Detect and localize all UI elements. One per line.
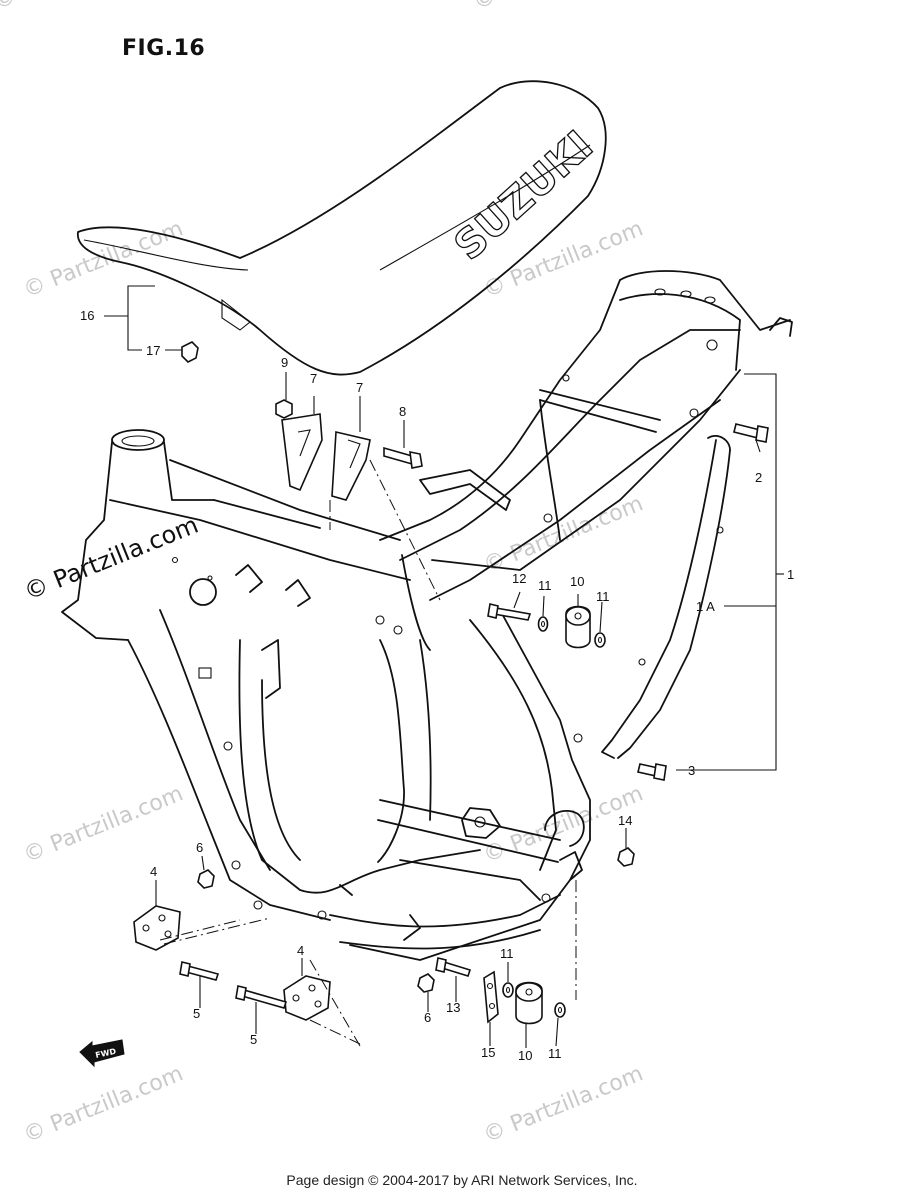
callout-10: 10	[570, 574, 584, 589]
callout-10: 10	[518, 1048, 532, 1063]
nut[interactable]	[617, 847, 635, 867]
bolt[interactable]	[435, 957, 472, 977]
engine-mount-plate[interactable]	[133, 905, 181, 951]
callout-6: 6	[424, 1010, 431, 1025]
subframe-strut[interactable]	[601, 435, 731, 759]
seat-bracket[interactable]	[331, 431, 371, 501]
washer[interactable]	[537, 616, 549, 632]
bolt[interactable]	[383, 446, 423, 469]
bolt[interactable]	[235, 985, 288, 1009]
seat-fastener[interactable]	[181, 341, 199, 363]
fwd-label: FWD	[95, 1047, 118, 1060]
callout-4: 4	[150, 864, 157, 879]
figure-title: FIG.16	[122, 36, 206, 61]
callout-11: 11	[500, 946, 514, 961]
engine-mount-plate[interactable]	[283, 975, 331, 1021]
callout-5: 5	[193, 1006, 200, 1021]
callout-5: 5	[250, 1032, 257, 1047]
bolt[interactable]	[637, 763, 667, 781]
washer[interactable]	[502, 982, 514, 998]
forward-direction-arrow: FWD	[79, 1039, 125, 1068]
nut[interactable]	[197, 869, 215, 889]
callout-9: 9	[281, 355, 288, 370]
callout-3: 3	[688, 763, 695, 778]
bolt[interactable]	[733, 423, 769, 443]
rubber-damper[interactable]	[515, 981, 543, 1025]
callout-11: 11	[548, 1046, 562, 1061]
copyright-footer: Page design © 2004-2017 by ARI Network S…	[286, 1172, 638, 1188]
washer[interactable]	[554, 1002, 566, 1018]
callout-15: 15	[481, 1045, 495, 1060]
callout-7: 7	[310, 371, 317, 386]
callout-1a: 1 A	[696, 599, 715, 614]
rear-subframe[interactable]	[379, 270, 793, 651]
callout-12: 12	[512, 571, 526, 586]
nut[interactable]	[417, 973, 435, 993]
callout-13: 13	[446, 1000, 460, 1015]
seat-brand-text: SUZUKI	[446, 122, 602, 269]
callout-6: 6	[196, 840, 203, 855]
rubber-damper[interactable]	[565, 605, 591, 649]
bolt[interactable]	[179, 961, 220, 981]
callout-14: 14	[618, 813, 632, 828]
bolt[interactable]	[487, 603, 532, 621]
nut[interactable]	[275, 399, 293, 419]
callout-11: 11	[596, 589, 610, 604]
callout-16: 16	[80, 308, 94, 323]
callout-17: 17	[146, 343, 160, 358]
callout-1: 1	[787, 567, 794, 582]
chain-guide-bracket[interactable]	[483, 970, 499, 1024]
seat[interactable]: SUZUKI	[77, 80, 607, 376]
seat-bracket[interactable]	[281, 413, 323, 492]
callout-7: 7	[356, 380, 363, 395]
callout-4: 4	[297, 943, 304, 958]
callout-8: 8	[399, 404, 406, 419]
callout-2: 2	[755, 470, 762, 485]
callout-11: 11	[538, 578, 552, 593]
washer[interactable]	[594, 632, 606, 648]
main-frame[interactable]	[61, 429, 591, 961]
